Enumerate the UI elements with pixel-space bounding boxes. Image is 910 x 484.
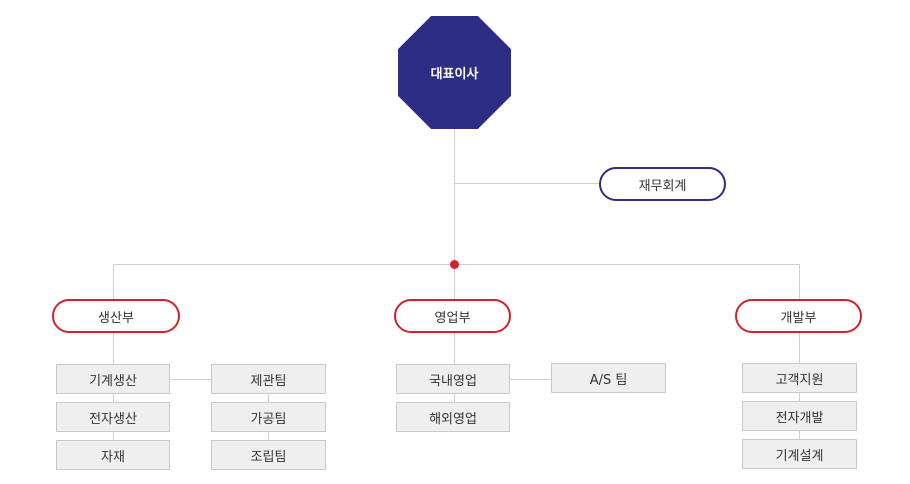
development-dept-node: 개발부 xyxy=(735,299,862,333)
connector-line xyxy=(799,264,800,299)
connector-line xyxy=(510,379,552,380)
unit-box: 국내영업 xyxy=(396,364,510,394)
unit-box: 기계생산 xyxy=(56,364,170,394)
unit-box: 전자개발 xyxy=(742,401,857,431)
team-box: 조립팀 xyxy=(211,440,326,470)
production-dept-node: 생산부 xyxy=(52,299,180,333)
finance-node: 재무회계 xyxy=(599,167,726,201)
connector-line xyxy=(113,264,114,299)
unit-box: 기계설계 xyxy=(742,439,857,469)
team-box: 제관팀 xyxy=(211,364,326,394)
unit-box: 자재 xyxy=(56,440,170,470)
unit-box: 전자생산 xyxy=(56,402,170,432)
unit-box: 해외영업 xyxy=(396,402,510,432)
connector-line xyxy=(455,183,600,184)
connector-line xyxy=(170,379,212,380)
sales-dept-node: 영업부 xyxy=(394,299,511,333)
junction-dot xyxy=(450,260,459,269)
unit-box: 고객지원 xyxy=(742,363,857,393)
connector-line xyxy=(454,264,455,299)
connector-line xyxy=(454,125,455,265)
ceo-node: 대표이사 xyxy=(398,16,511,129)
team-box: 가공팀 xyxy=(211,402,326,432)
team-box: A/S 팀 xyxy=(551,363,666,393)
ceo-label: 대표이사 xyxy=(430,67,479,82)
